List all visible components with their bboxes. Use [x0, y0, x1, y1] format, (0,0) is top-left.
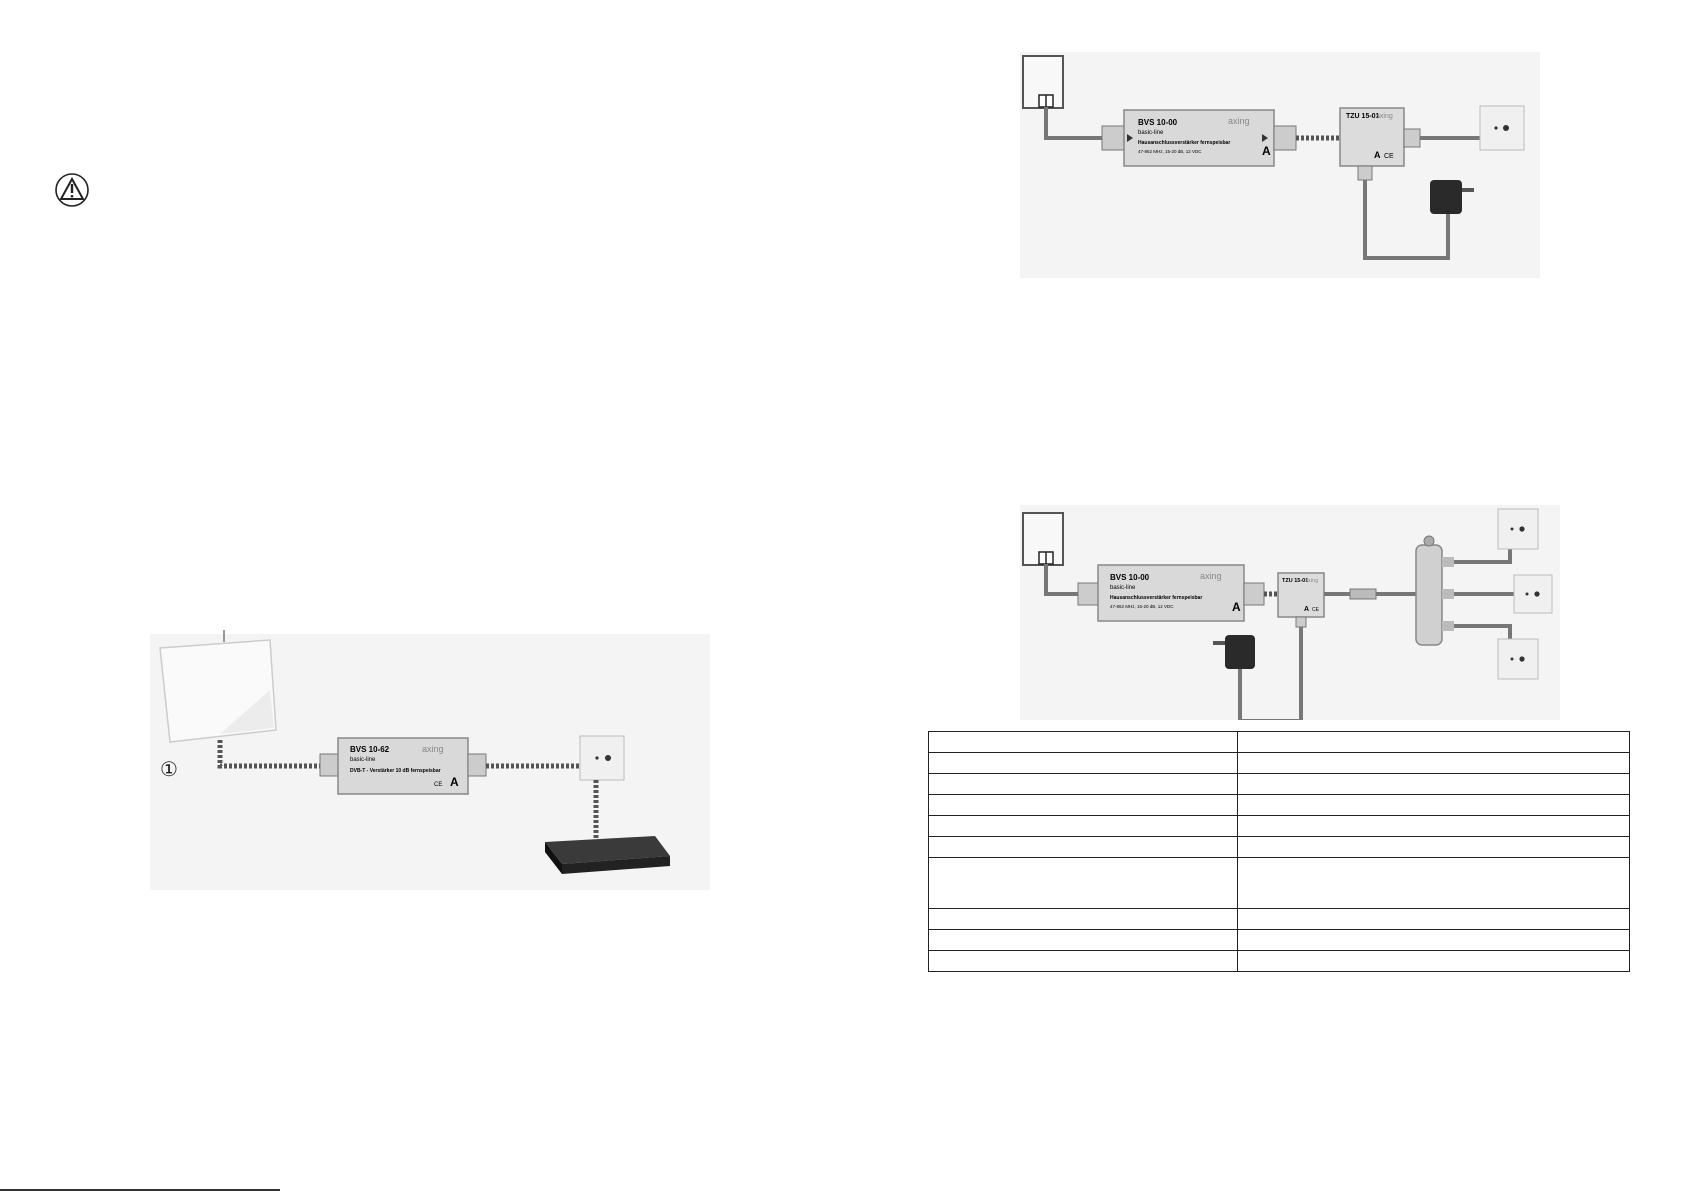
table-row: [928, 731, 1630, 753]
svg-text:A: A: [1232, 600, 1241, 614]
table-row: [928, 908, 1630, 930]
svg-text:axing: axing: [1228, 116, 1250, 126]
wall-outlet-1: [1497, 508, 1539, 550]
wall-outlet-2: [1513, 574, 1553, 614]
svg-text:47-862 MHz, 15-20 dB, 12 VDC: 47-862 MHz, 15-20 dB, 12 VDC: [1138, 149, 1202, 154]
spec-table: [928, 731, 1630, 972]
svg-text:basic-line: basic-line: [1138, 130, 1164, 136]
wiring-diagram-amplifier-injector: BVS 10-00 basic-line Hausanschlussverstä…: [1020, 52, 1540, 278]
svg-text:A: A: [1374, 150, 1381, 160]
svg-text:Hausanschlussverstärker fernsp: Hausanschlussverstärker fernspeisbar: [1110, 595, 1202, 601]
svg-text:TZU 15-01: TZU 15-01: [1282, 578, 1308, 584]
amplifier-bvs-10-00: BVS 10-00 basic-line Hausanschlussverstä…: [1101, 109, 1297, 167]
svg-text:CE: CE: [1312, 607, 1320, 613]
svg-text:CE: CE: [434, 782, 442, 788]
svg-text:basic-line: basic-line: [1110, 585, 1136, 591]
svg-text:axing: axing: [422, 744, 444, 754]
splitter: [1415, 535, 1454, 646]
step-marker: ①: [160, 757, 178, 781]
set-top-box-receiver: [545, 836, 670, 874]
svg-text:basic-line: basic-line: [350, 757, 376, 763]
power-injector-tzu-15-01: TZU 15-01 axing A CE: [1277, 572, 1325, 628]
table-row: [928, 929, 1630, 951]
amplifier-bvs-10-00: BVS 10-00 basic-line Hausanschlussverstä…: [1077, 564, 1265, 622]
warning-triangle-icon: [55, 173, 89, 207]
table-row: [928, 950, 1630, 972]
svg-text:CE: CE: [1384, 153, 1394, 160]
svg-text:BVS 10-00: BVS 10-00: [1110, 573, 1150, 582]
table-row: [928, 773, 1630, 795]
svg-text:axing: axing: [1200, 571, 1222, 581]
svg-text:axing: axing: [1376, 113, 1393, 120]
svg-text:DVB-T - Verstärker 10 dB ferns: DVB-T - Verstärker 10 dB fernspeisbar: [350, 768, 441, 774]
wall-outlet-3: [1497, 638, 1539, 680]
power-adapter: [1213, 635, 1255, 669]
svg-text:47-862 MHz, 15-20 dB, 12 VDC: 47-862 MHz, 15-20 dB, 12 VDC: [1110, 604, 1174, 609]
amplifier-bvs-10-62: BVS 10-62 basic-line DVB-T - Verstärker …: [319, 737, 487, 795]
svg-text:A: A: [450, 775, 459, 789]
amplifier-model: BVS 10-00: [1138, 118, 1178, 127]
wall-outlet: [579, 735, 625, 781]
table-row: [928, 794, 1630, 816]
table-row: [928, 815, 1630, 837]
wiring-diagram-antenna-receiver: BVS 10-62 basic-line DVB-T - Verstärker …: [150, 630, 710, 890]
svg-text:Hausanschlussverstärker fernsp: Hausanschlussverstärker fernspeisbar: [1138, 140, 1230, 146]
svg-text:BVS 10-62: BVS 10-62: [350, 745, 390, 754]
svg-text:A: A: [1262, 144, 1271, 158]
wiring-diagram-with-splitter: BVS 10-00 basic-line Hausanschlussverstä…: [1020, 505, 1560, 720]
svg-text:A: A: [1304, 606, 1309, 613]
flat-antenna: [159, 630, 277, 743]
svg-text:axing: axing: [1305, 578, 1318, 584]
table-row: [928, 752, 1630, 774]
table-row: [928, 836, 1630, 858]
table-row: [928, 857, 1630, 909]
wall-outlet: [1479, 105, 1525, 151]
power-adapter: [1430, 180, 1474, 214]
footer-rule: [0, 1189, 280, 1191]
svg-text:TZU 15-01: TZU 15-01: [1346, 113, 1380, 120]
